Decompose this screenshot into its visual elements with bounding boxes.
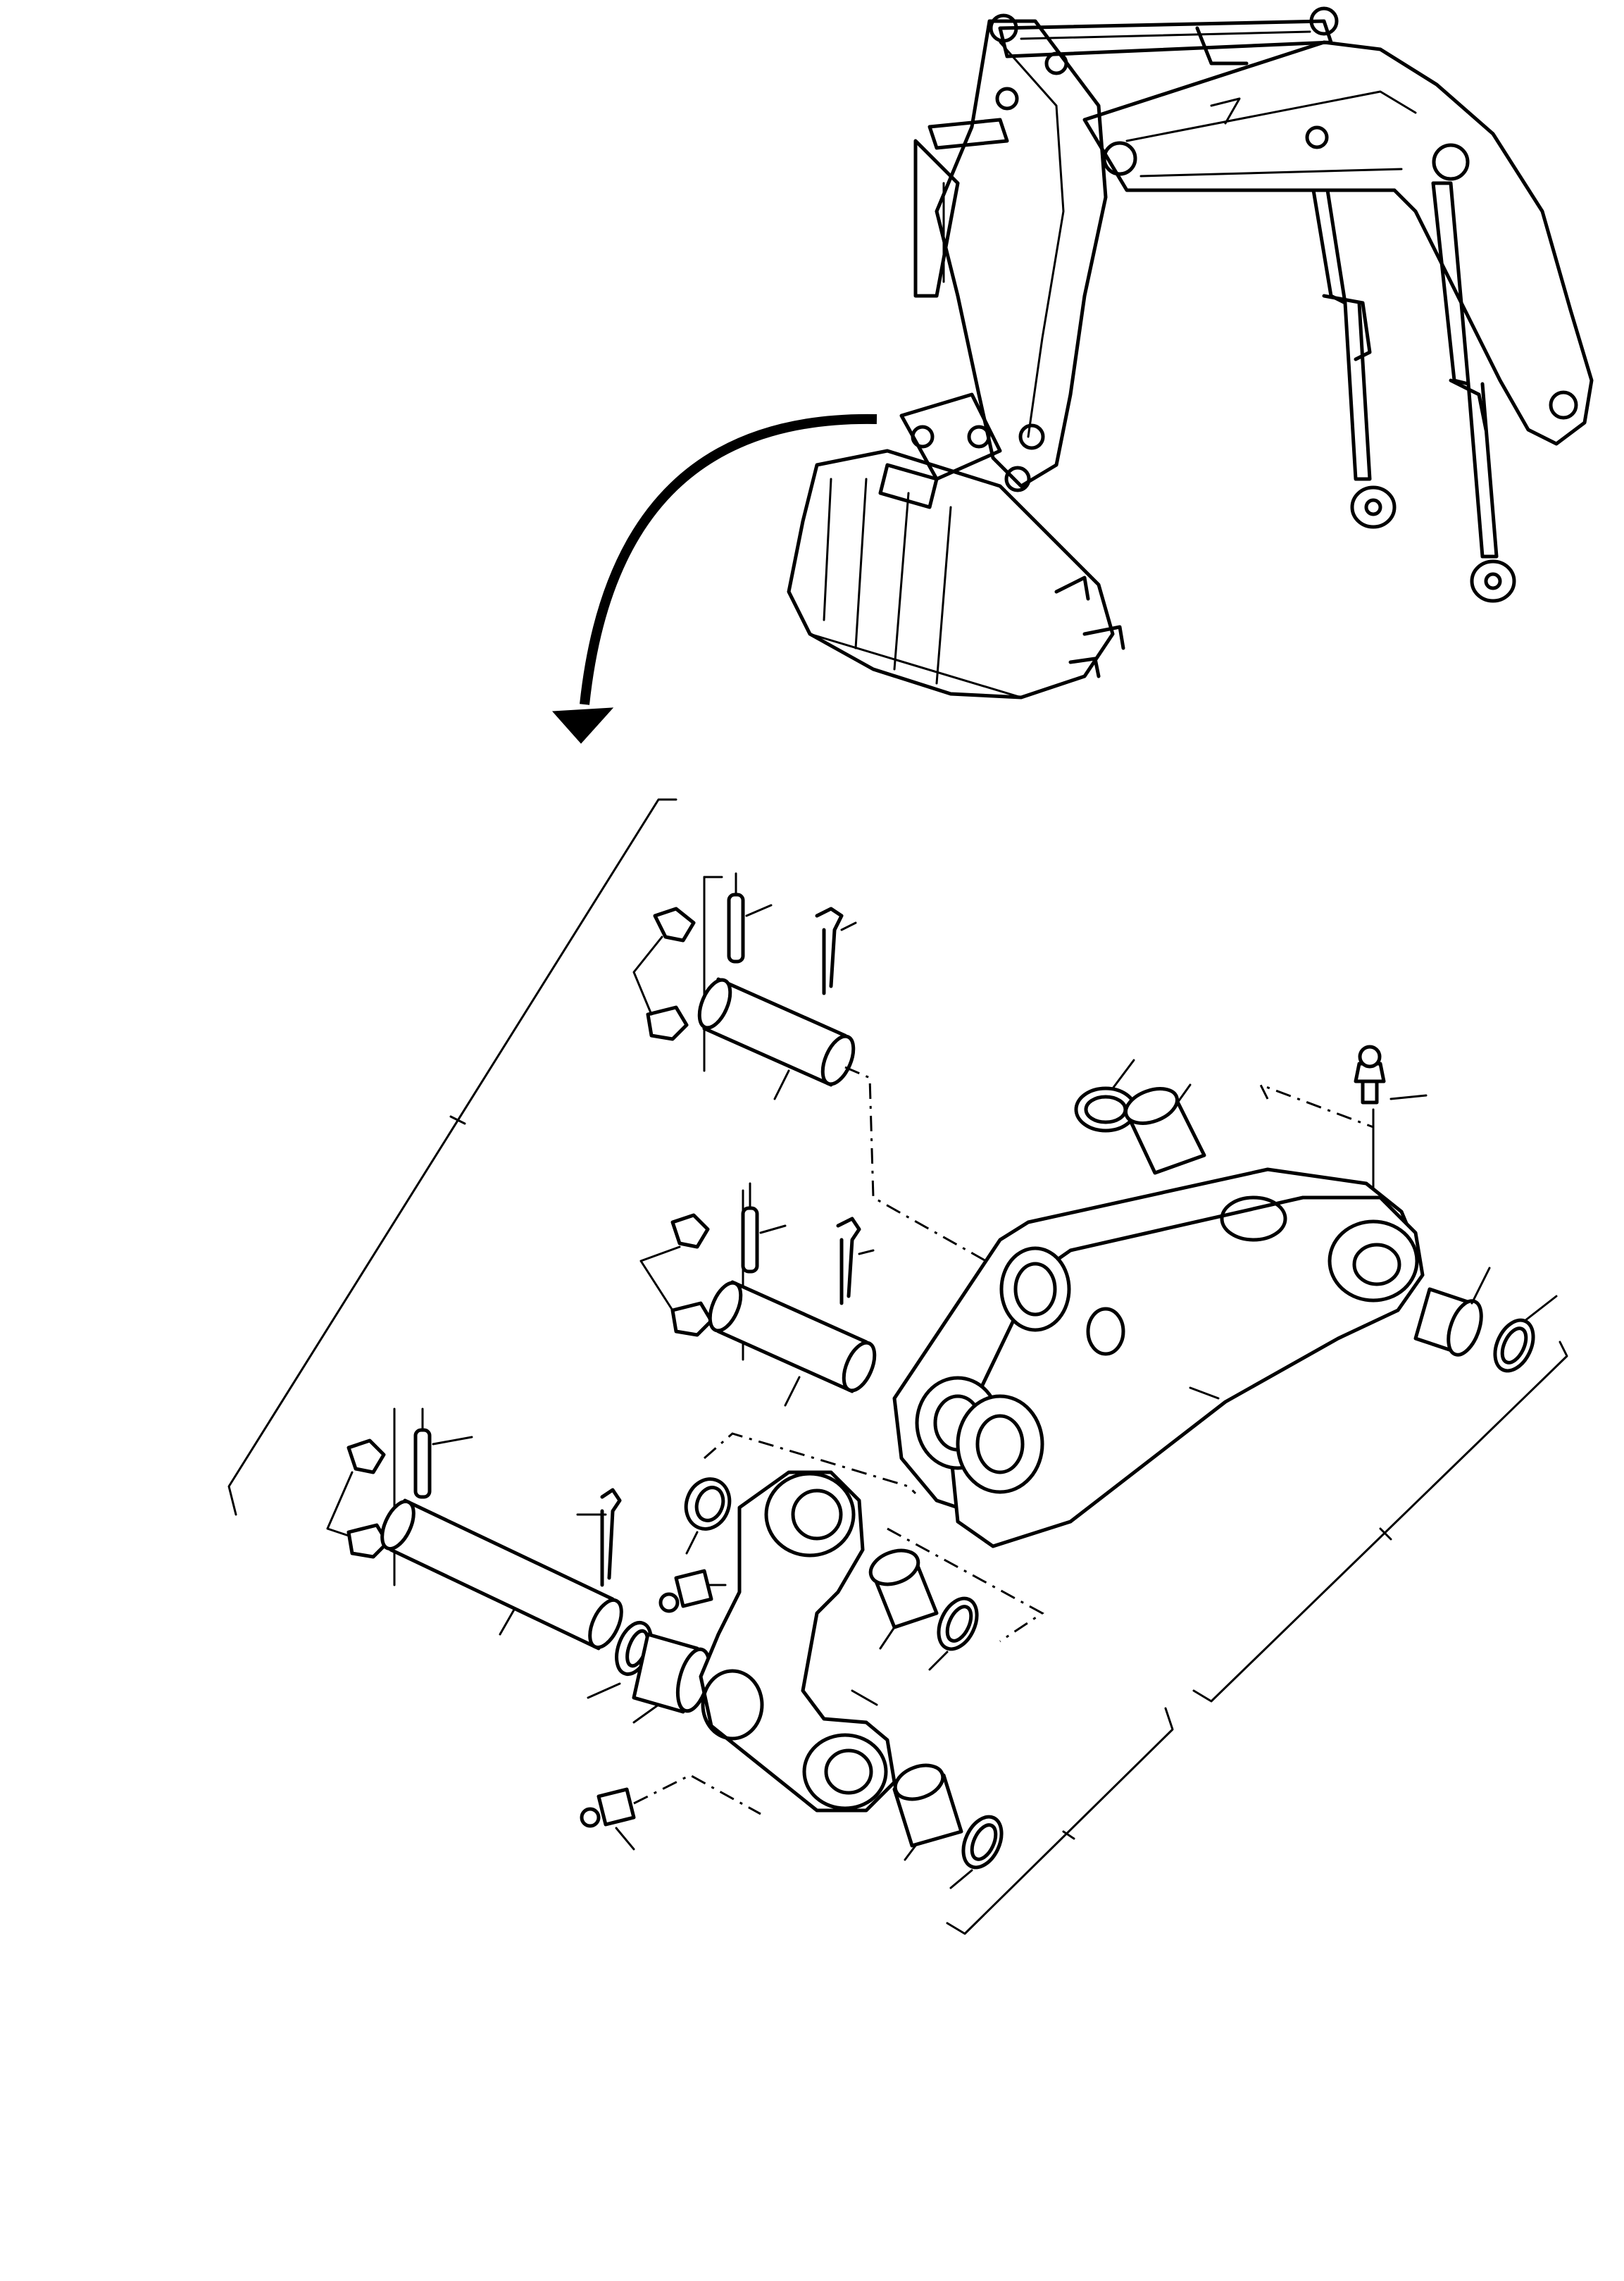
lever	[699, 1470, 897, 1813]
pin-group-upper	[632, 872, 987, 1262]
arm	[913, 19, 1108, 492]
arrow	[551, 414, 877, 744]
seal	[928, 1596, 979, 1671]
machine-overview	[551, 6, 1594, 744]
grouping-brackets	[227, 798, 1568, 1935]
pin	[697, 977, 856, 1100]
bushing	[1124, 1083, 1206, 1175]
roll-pin	[393, 1407, 473, 1586]
cotter-pin	[576, 1488, 622, 1587]
bushing	[1413, 1267, 1491, 1357]
lock-plate	[632, 907, 696, 1041]
linkage-exploded-view	[227, 798, 1568, 1935]
boom	[1082, 40, 1594, 446]
roll-pin	[703, 872, 773, 1072]
lock-plate	[639, 1213, 713, 1337]
pin-group-lower	[326, 1407, 712, 1724]
seal	[1074, 1059, 1137, 1133]
boom-cylinders	[1311, 181, 1516, 603]
seal	[1493, 1295, 1558, 1373]
bucket	[787, 449, 1125, 700]
bushing	[632, 1632, 712, 1724]
lock-plate	[326, 1438, 389, 1559]
seal	[684, 1477, 732, 1555]
grease-fitting	[580, 1774, 761, 1851]
grease-fitting	[658, 1569, 727, 1613]
pin	[708, 1280, 877, 1407]
cotter-pin	[815, 907, 857, 995]
pin-group-middle	[639, 1182, 877, 1407]
link	[892, 1167, 1425, 1548]
bushing	[892, 1763, 963, 1861]
bushing	[868, 1548, 939, 1650]
bucket-linkage	[878, 392, 1002, 509]
seal	[949, 1815, 1004, 1889]
pin	[380, 1498, 623, 1651]
cotter-pin	[836, 1217, 875, 1305]
